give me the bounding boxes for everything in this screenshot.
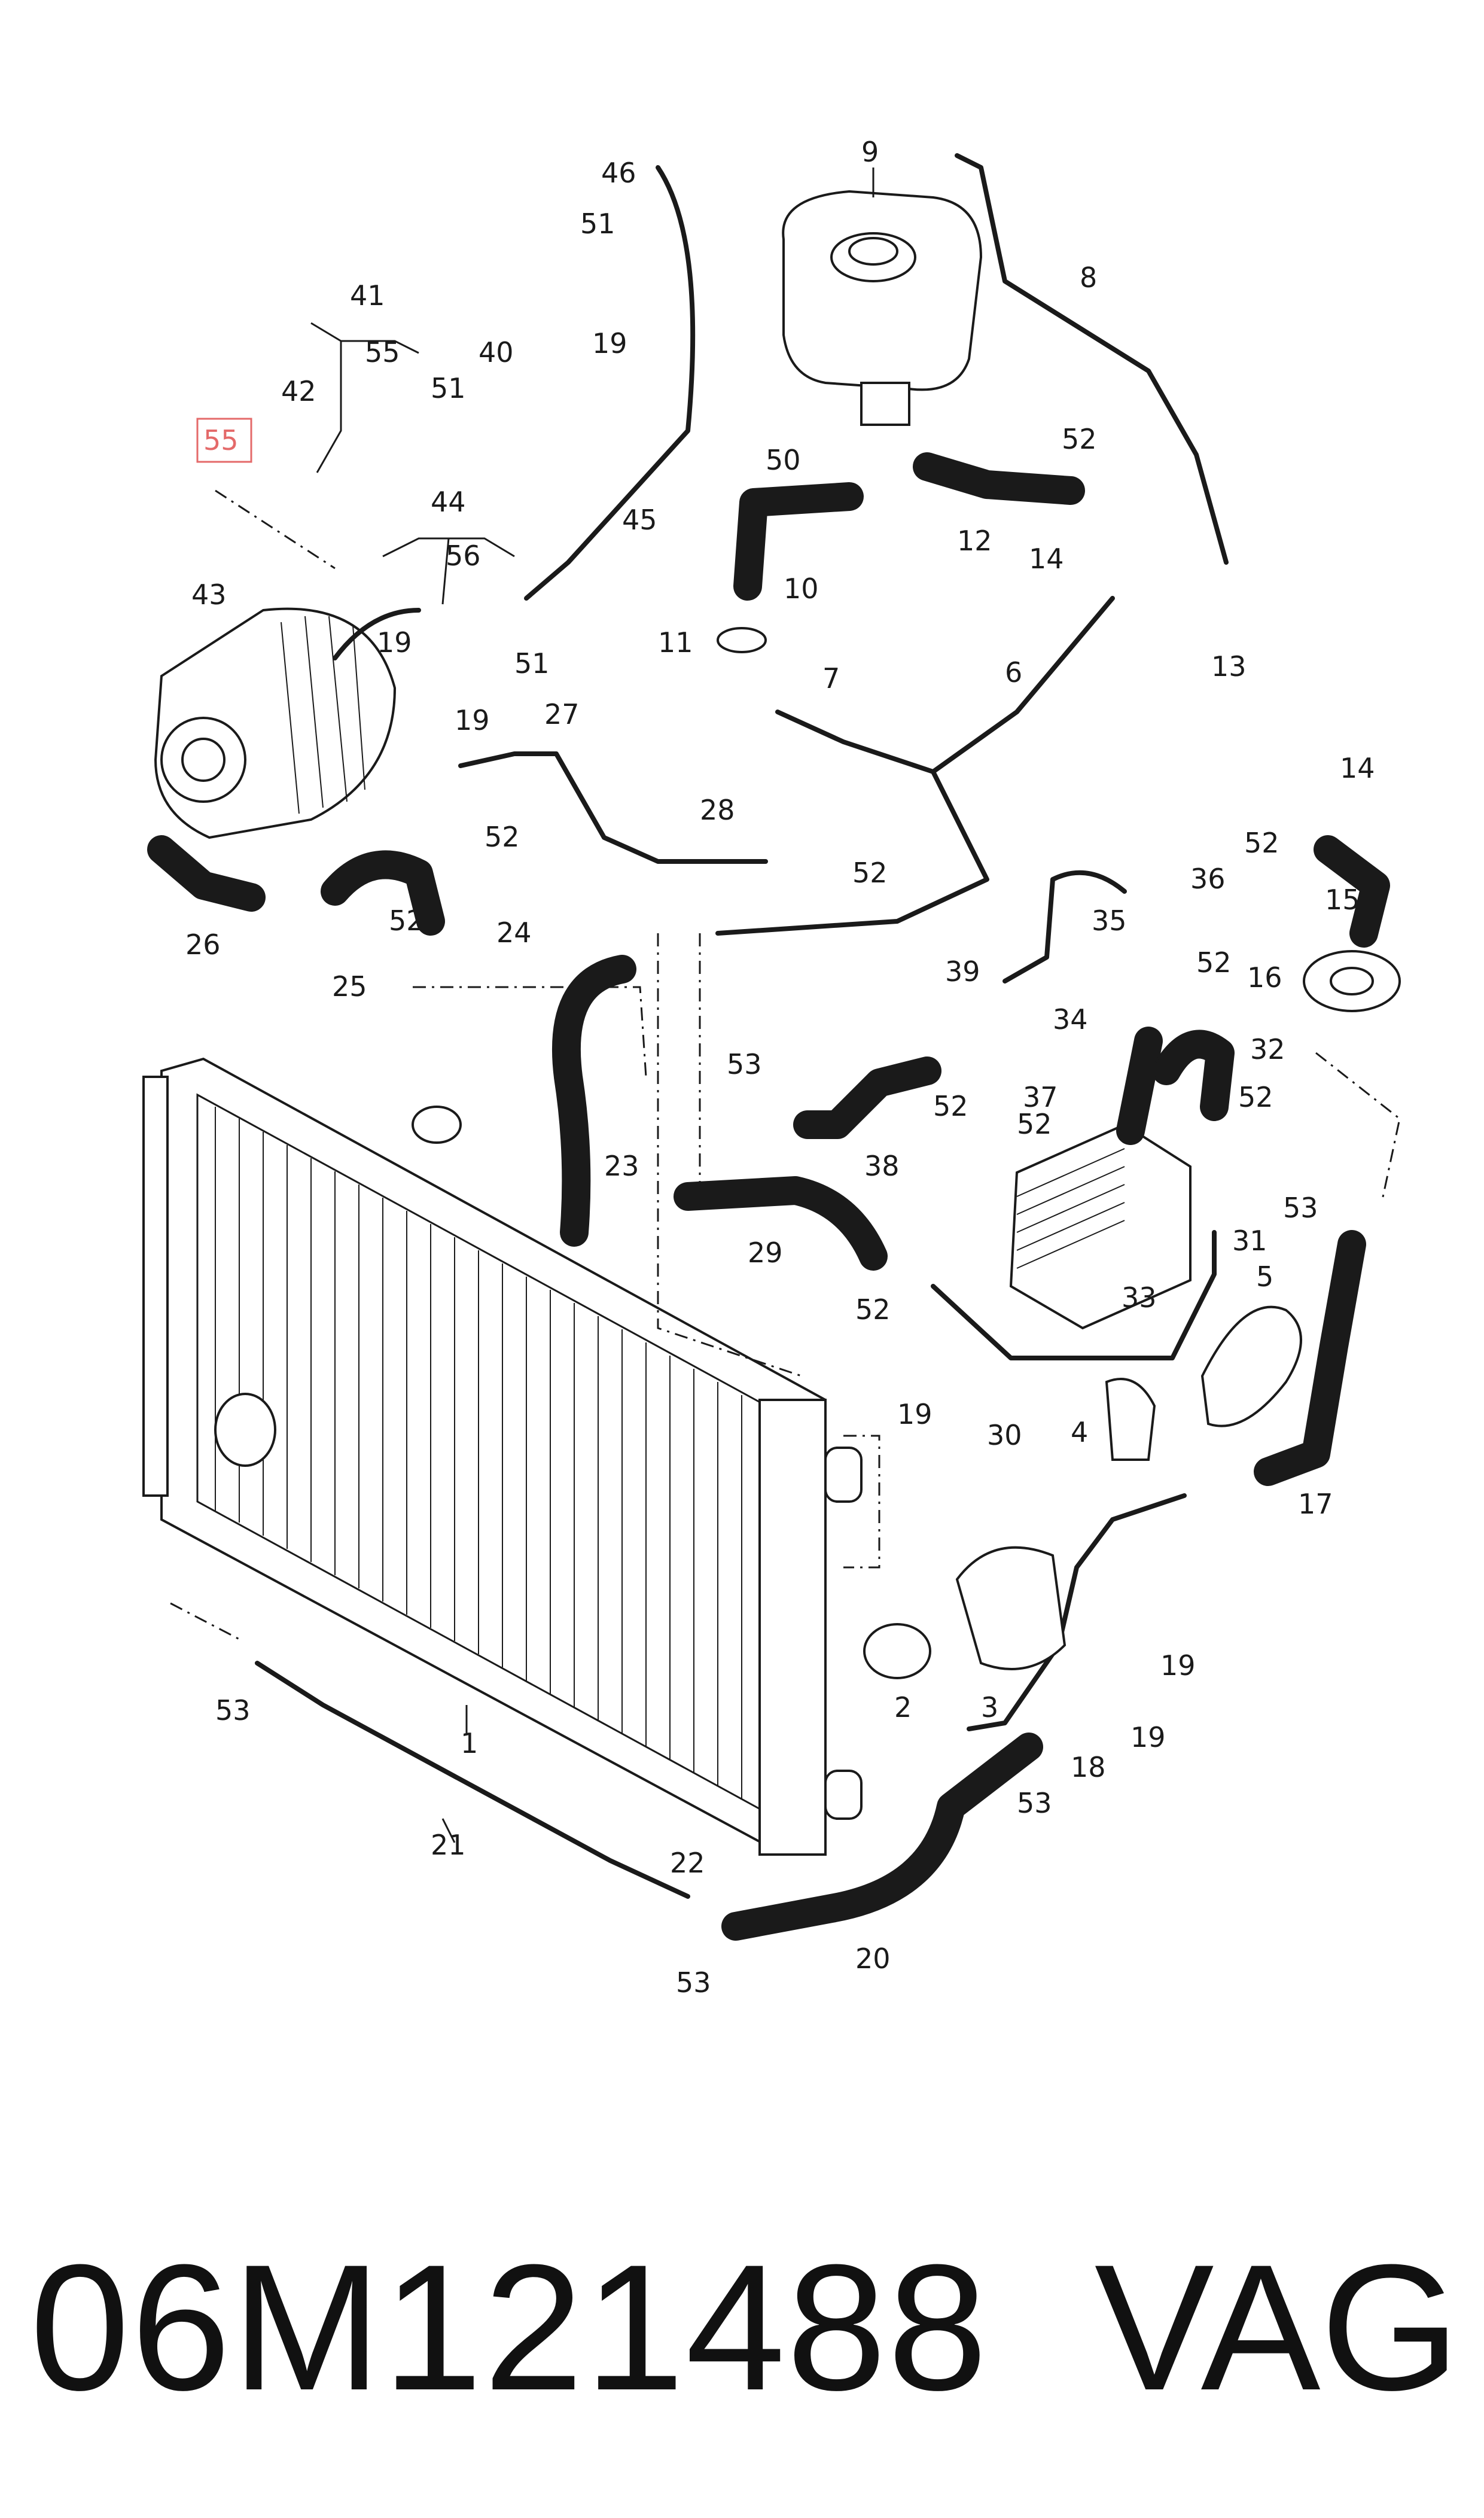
label-12: 12 bbox=[957, 525, 992, 557]
label-24: 24 bbox=[496, 917, 532, 949]
alternator bbox=[154, 607, 397, 839]
label-52g: 52 bbox=[933, 1090, 968, 1122]
label-26: 26 bbox=[185, 928, 221, 961]
label-35: 35 bbox=[1092, 905, 1127, 937]
rigid-pipes bbox=[255, 153, 1229, 1899]
label-9: 9 bbox=[861, 136, 879, 168]
label-53b: 53 bbox=[1283, 1192, 1318, 1224]
label-19c: 19 bbox=[455, 704, 490, 736]
label-53a: 53 bbox=[727, 1048, 762, 1080]
label-37: 37 bbox=[1023, 1081, 1058, 1113]
label-7: 7 bbox=[822, 662, 840, 695]
label-13: 13 bbox=[1211, 650, 1247, 683]
label-39: 39 bbox=[945, 955, 980, 988]
label-52a: 52 bbox=[1062, 423, 1097, 455]
label-25: 25 bbox=[332, 970, 367, 1003]
label-44: 44 bbox=[431, 486, 466, 518]
label-55a: 55 bbox=[203, 424, 239, 456]
part-number: 06M121488 bbox=[30, 2227, 989, 2428]
label-53c: 53 bbox=[215, 1694, 251, 1727]
label-51b: 51 bbox=[431, 372, 466, 404]
label-21: 21 bbox=[431, 1829, 466, 1861]
label-15: 15 bbox=[1325, 884, 1360, 916]
label-19d: 19 bbox=[897, 1398, 933, 1430]
label-43: 43 bbox=[191, 578, 227, 611]
label-38: 38 bbox=[864, 1150, 900, 1182]
label-8: 8 bbox=[1080, 261, 1097, 294]
label-14b: 14 bbox=[1340, 752, 1375, 784]
label-30: 30 bbox=[987, 1419, 1022, 1451]
label-55b: 55 bbox=[365, 336, 400, 369]
small-parts bbox=[412, 627, 1401, 1679]
label-19e: 19 bbox=[1160, 1649, 1196, 1682]
label-10: 10 bbox=[784, 573, 819, 605]
label-32: 32 bbox=[1250, 1033, 1285, 1065]
label-34: 34 bbox=[1053, 1003, 1088, 1036]
label-6: 6 bbox=[1005, 656, 1022, 689]
label-17: 17 bbox=[1298, 1488, 1333, 1520]
label-27: 27 bbox=[544, 698, 580, 730]
label-52f: 52 bbox=[1196, 946, 1232, 979]
label-40: 40 bbox=[479, 336, 514, 369]
label-19b: 19 bbox=[377, 626, 412, 659]
label-52d: 52 bbox=[389, 905, 424, 937]
label-46: 46 bbox=[601, 157, 636, 189]
label-3: 3 bbox=[981, 1691, 998, 1724]
label-5: 5 bbox=[1256, 1260, 1273, 1293]
label-36: 36 bbox=[1190, 863, 1226, 895]
highlighted-part-55: 55 bbox=[196, 418, 252, 463]
label-4: 4 bbox=[1071, 1416, 1088, 1448]
label-41: 41 bbox=[350, 279, 385, 312]
label-29: 29 bbox=[748, 1237, 783, 1269]
label-19f: 19 bbox=[1130, 1721, 1166, 1753]
label-51a: 51 bbox=[580, 208, 615, 240]
dashed-assembly-lines bbox=[170, 489, 1401, 1640]
label-53d: 53 bbox=[1017, 1787, 1052, 1819]
callout-lines bbox=[310, 168, 874, 1843]
label-53e: 53 bbox=[676, 1966, 711, 1999]
label-50: 50 bbox=[766, 444, 801, 476]
expansion-tank bbox=[782, 190, 983, 426]
rubber-hoses bbox=[147, 452, 1390, 1941]
label-22: 22 bbox=[670, 1847, 705, 1879]
part-labels: 1 2 3 4 5 6 7 8 9 10 11 12 13 14 14 15 1… bbox=[185, 136, 1375, 1999]
label-52i: 52 bbox=[1238, 1081, 1273, 1113]
oil-cooler bbox=[1009, 1123, 1192, 1330]
label-19a: 19 bbox=[592, 327, 627, 360]
cooling-system-exploded-diagram: 1 2 3 4 5 6 7 8 9 10 11 12 13 14 14 15 1… bbox=[142, 136, 1401, 1999]
label-52b: 52 bbox=[484, 821, 520, 853]
label-18: 18 bbox=[1071, 1751, 1106, 1783]
label-2: 2 bbox=[894, 1691, 912, 1724]
radiator bbox=[142, 1057, 863, 1856]
label-56: 56 bbox=[446, 540, 481, 572]
label-52h: 52 bbox=[1017, 1108, 1052, 1140]
label-23: 23 bbox=[604, 1150, 639, 1182]
label-14a: 14 bbox=[1029, 543, 1064, 575]
label-52c: 52 bbox=[852, 857, 888, 889]
label-52j: 52 bbox=[855, 1293, 891, 1326]
label-45: 45 bbox=[622, 504, 657, 536]
label-1: 1 bbox=[461, 1727, 478, 1759]
label-52e: 52 bbox=[1244, 827, 1279, 859]
label-42: 42 bbox=[281, 375, 316, 407]
label-16: 16 bbox=[1247, 961, 1282, 994]
label-51c: 51 bbox=[514, 647, 550, 680]
brand-name: VAG bbox=[1094, 2227, 1460, 2428]
label-20: 20 bbox=[855, 1942, 891, 1975]
label-33: 33 bbox=[1122, 1281, 1157, 1314]
label-31: 31 bbox=[1232, 1225, 1267, 1257]
label-11: 11 bbox=[658, 626, 693, 659]
label-28: 28 bbox=[700, 794, 735, 826]
